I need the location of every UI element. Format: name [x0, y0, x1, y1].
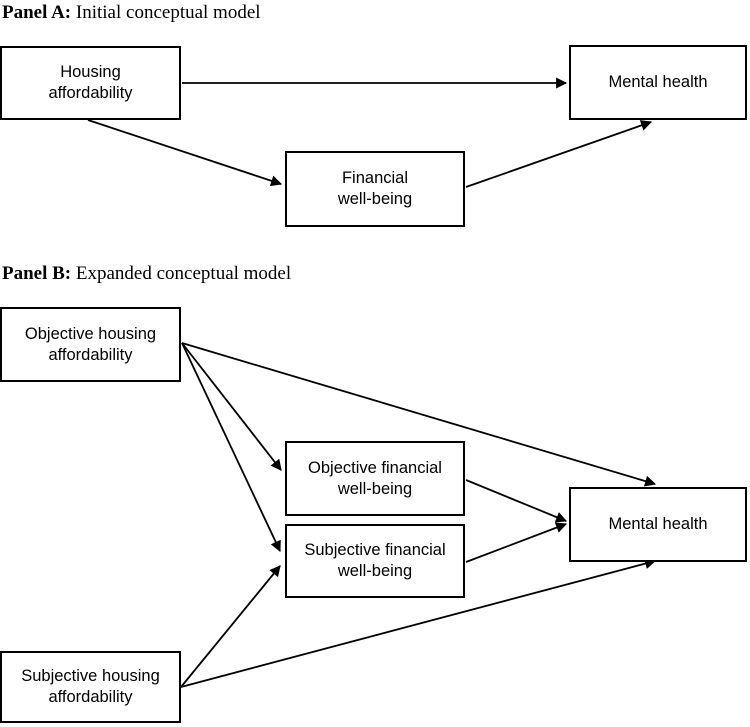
arrow-subjective-financial-well-being-to-mental-health — [465, 522, 568, 563]
node-subjective-housing-affordability: Subjective housing affordability — [0, 651, 181, 723]
node-subjective-financial-well-being: Subjective financial well-being — [285, 524, 465, 598]
panel-a-subtitle: Initial conceptual model — [75, 2, 261, 23]
arrow-objective-financial-well-being-to-mental-health — [465, 479, 568, 523]
node-mental-health-panel-b: Mental health — [569, 487, 747, 562]
node-housing-affordability: Housing affordability — [0, 46, 181, 120]
node-financial-well-being: Financial well-being — [285, 151, 465, 227]
arrow-objective-housing-affordability-to-subjective-financial-well-being — [181, 342, 281, 552]
panel-a-label: Panel A: — [2, 2, 72, 23]
arrow-objective-housing-affordability-to-objective-financial-well-being — [181, 342, 282, 471]
node-mental-health-panel-a: Mental health — [569, 45, 747, 120]
panel-a-title: Panel A: Initial conceptual model — [2, 2, 261, 24]
panel-b-title: Panel B: Expanded conceptual model — [2, 263, 291, 285]
node-objective-financial-well-being: Objective financial well-being — [285, 441, 465, 516]
arrow-financial-well-being-to-mental-health — [465, 120, 653, 188]
arrow-subjective-housing-affordability-to-subjective-financial-well-being — [180, 565, 281, 688]
panel-b-label: Panel B: — [2, 263, 72, 284]
arrow-housing-affordability-to-financial-well-being — [87, 119, 283, 187]
panel-b-subtitle: Expanded conceptual model — [75, 263, 292, 284]
node-objective-housing-affordability: Objective housing affordability — [0, 307, 181, 382]
